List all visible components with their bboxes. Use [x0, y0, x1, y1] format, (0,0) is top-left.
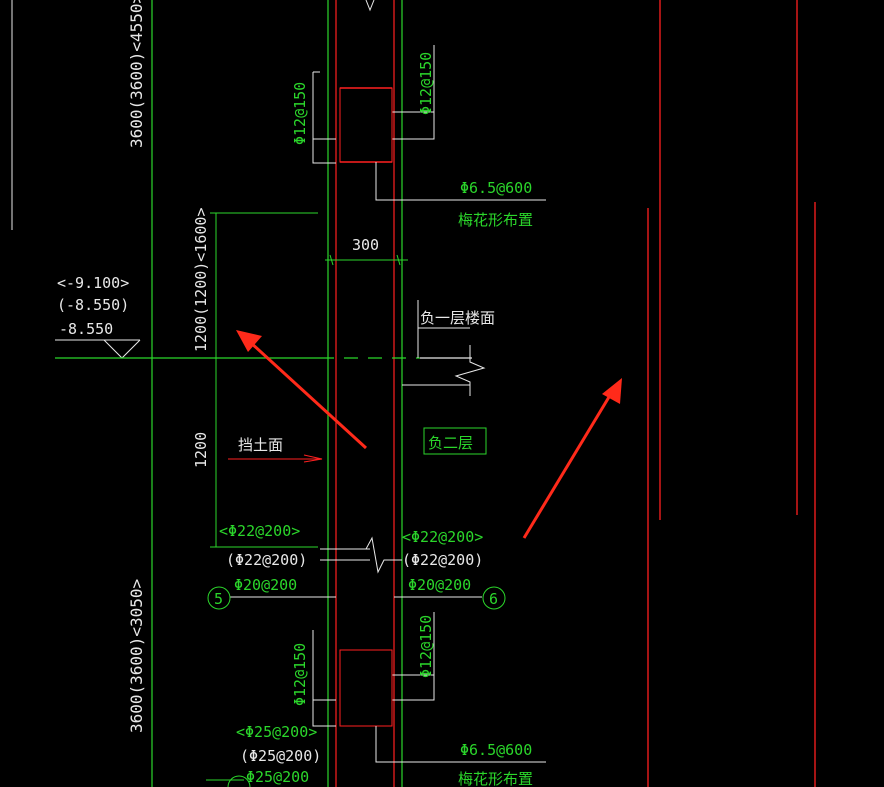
upper-stirrup-right-label: Φ12@150 [417, 52, 435, 115]
bottom-height-dim: 1200 [192, 432, 210, 468]
lower-stirrup-left-bracket [312, 630, 336, 727]
right-main-bar-3: Φ20@200 [408, 576, 471, 594]
elevation-line3: -8.550 [59, 320, 113, 338]
axis-bubble-left [207, 586, 231, 610]
floor-b2-label: 负二层 [428, 434, 473, 452]
lower-height-dim: 3600(3600)<3050> [127, 579, 146, 733]
mid-break-symbol [365, 536, 402, 574]
floor-b2-box [423, 427, 487, 455]
low-axis-bubble-partial [227, 775, 251, 787]
axis-bubble-right [482, 586, 506, 610]
upper-plum-note: 梅花形布置 [458, 211, 533, 229]
elevation-line1: <-9.100> [57, 274, 129, 292]
upper-tie-label: Φ6.5@600 [460, 179, 532, 197]
elevation-triangle [103, 339, 141, 359]
lower-tie-leader [375, 726, 546, 763]
left-main-bar-2: (Φ22@200) [226, 551, 307, 569]
axis-label-left: 5 [214, 590, 223, 608]
upper-stirrup-right-bracket [392, 45, 435, 140]
red-arrow-left [236, 330, 368, 450]
upper-tie-leader [375, 162, 546, 201]
upper-stirrup-left-label: Φ12@150 [291, 82, 309, 145]
lower-tie-label: Φ6.5@600 [460, 741, 532, 759]
elevation-line2: (-8.550) [57, 296, 129, 314]
lower-stirrup-left-label: Φ12@150 [291, 643, 309, 706]
axis-label-right: 6 [489, 590, 498, 608]
right-main-bar-1: <Φ22@200> [402, 528, 483, 546]
lower-stirrup-right-label: Φ12@150 [417, 615, 435, 678]
upper-tie-box [339, 87, 393, 163]
wall-width-tick-l [329, 254, 334, 266]
mid-height-dim: 1200(1200)<1600> [192, 208, 210, 353]
lower-stirrup-right-bracket [392, 612, 435, 701]
lower-plum-note: 梅花形布置 [458, 770, 533, 787]
low-bar-2: (Φ25@200) [240, 747, 321, 765]
upper-height-dim: 3600(3600)<4550> [127, 0, 146, 148]
floor-b1-label: 负一层楼面 [420, 309, 495, 327]
left-main-bar-1: <Φ22@200> [219, 522, 300, 540]
soil-face-label: 挡土面 [238, 436, 283, 454]
wall-width-dim: 300 [352, 236, 379, 254]
red-arrow-right [522, 378, 622, 539]
soil-face-mark [303, 454, 323, 463]
top-v-mark [365, 0, 375, 12]
low-bar-3: Φ25@200 [246, 768, 309, 786]
low-bar-1: <Φ25@200> [236, 723, 317, 741]
right-main-bar-2: (Φ22@200) [402, 551, 483, 569]
upper-stirrup-left-bracket [312, 72, 336, 164]
lower-tie-box [339, 649, 393, 727]
left-main-bar-3: Φ20@200 [234, 576, 297, 594]
wall-width-tick-r [396, 254, 401, 266]
floor-break-symbol [454, 345, 486, 396]
